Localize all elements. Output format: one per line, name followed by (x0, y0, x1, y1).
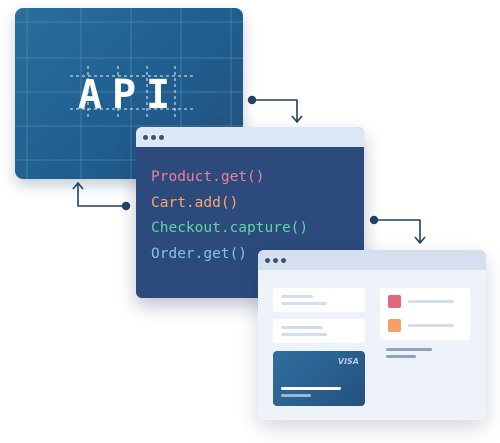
code-line-order-get: Order.get() (151, 245, 248, 262)
checkout-window: VISA (258, 250, 486, 420)
window-dot-icon (273, 257, 278, 263)
code-line-product-get: Product.get() (151, 169, 265, 185)
total-bar (386, 355, 416, 358)
product-thumbnail-icon (388, 295, 401, 308)
window-dot-icon (281, 257, 286, 263)
form-field (273, 288, 365, 312)
form-field (273, 319, 365, 343)
code-line-checkout-capture: Checkout.capture() (151, 220, 309, 236)
card-number-bar (281, 387, 341, 390)
placeholder-bar (281, 302, 327, 305)
checkout-window-titlebar (258, 250, 486, 270)
arrow-code-to-api (77, 183, 126, 207)
window-dot-icon (159, 134, 164, 140)
arrow-api-to-code (252, 99, 298, 122)
api-card: API (15, 8, 243, 179)
connector-dot-icon (247, 95, 257, 105)
window-dot-icon (143, 134, 148, 140)
api-label: API (77, 72, 181, 118)
code-line-cart-add: Cart.add() (151, 194, 239, 211)
window-dot-icon (265, 257, 270, 263)
connector-dot-icon (121, 201, 131, 211)
order-summary (380, 288, 470, 340)
product-thumbnail-icon (388, 319, 401, 332)
placeholder-bar (281, 295, 313, 298)
card-name-bar (281, 394, 311, 397)
visa-logo: VISA (337, 357, 359, 366)
window-dot-icon (151, 134, 156, 140)
connector-dot-icon (369, 215, 379, 225)
credit-card: VISA (273, 351, 365, 406)
placeholder-bar (281, 326, 323, 329)
product-bar (408, 324, 454, 327)
arrow-code-to-checkout (374, 219, 421, 243)
placeholder-bar (281, 333, 327, 336)
code-window-titlebar (136, 127, 364, 147)
total-bar (386, 348, 432, 351)
product-bar (408, 300, 454, 303)
code-lines: Product.get() Cart.add() Checkout.captur… (136, 147, 364, 267)
